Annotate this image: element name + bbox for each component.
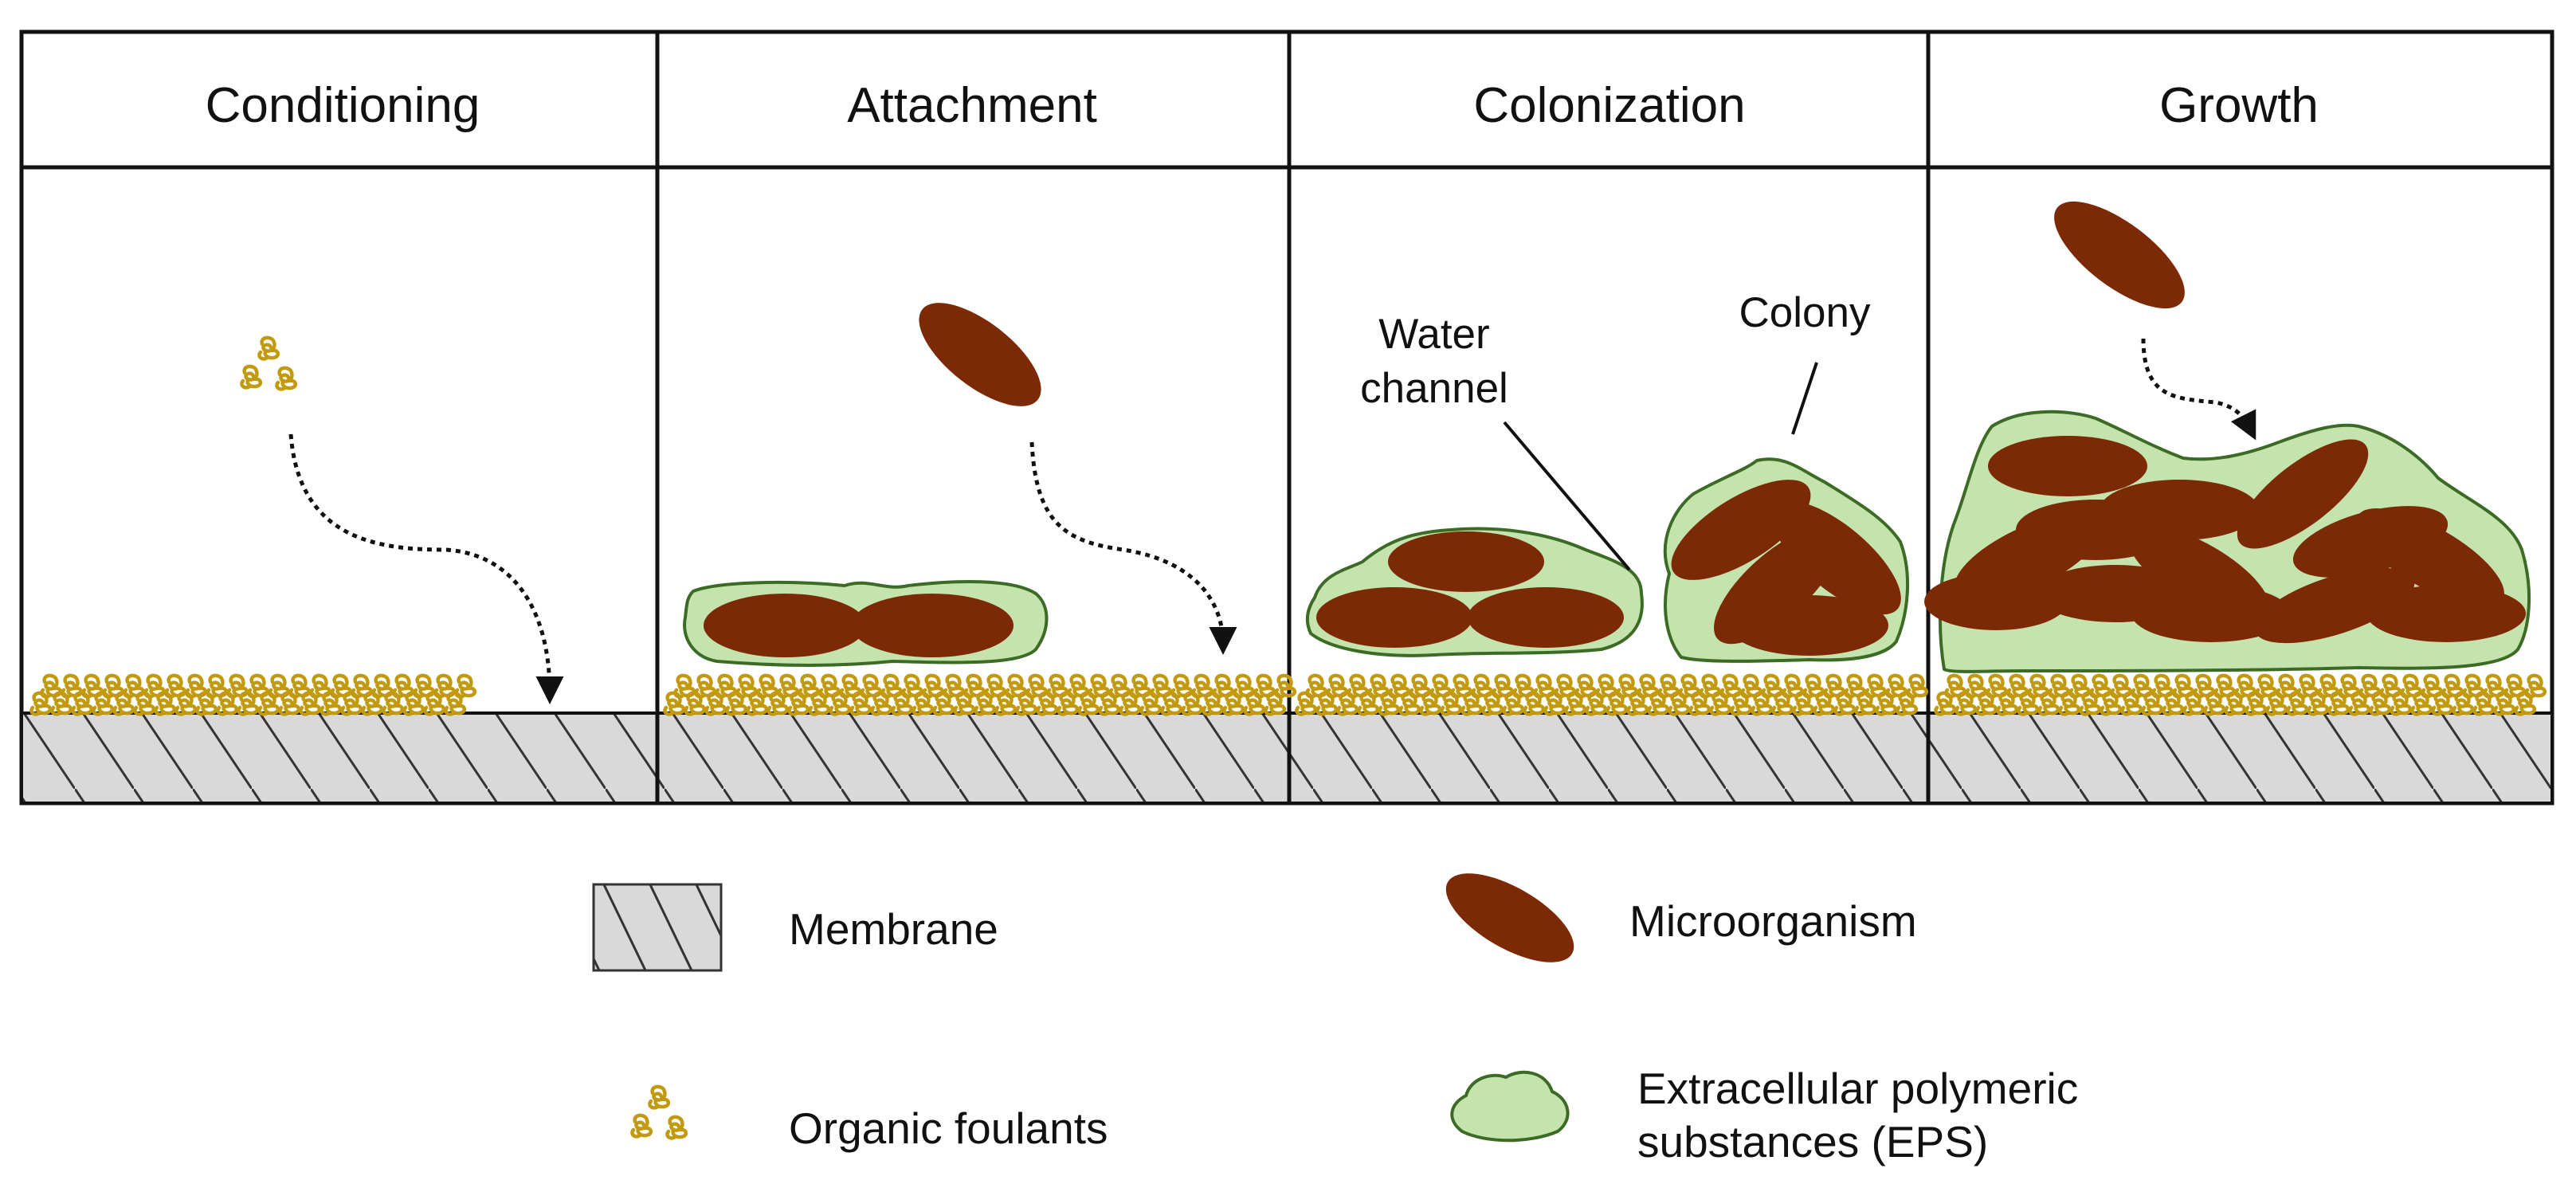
stage-headers: Conditioning Attachment Colonization Gro… xyxy=(206,78,2319,133)
deposition-arrow xyxy=(288,433,564,704)
water-channel-label-line2: channel xyxy=(1360,365,1508,412)
microorganism-swatch xyxy=(1445,873,1574,962)
colony-label: Colony xyxy=(1739,289,1871,336)
organic-foulant-cluster xyxy=(241,338,295,390)
microorganism-cell xyxy=(2366,585,2526,642)
header-conditioning: Conditioning xyxy=(206,78,480,133)
legend-organic-foulants-label: Organic foulants xyxy=(789,1104,1108,1153)
legend-organic-foulants: Organic foulants xyxy=(632,1087,1108,1153)
attachment-arrow xyxy=(1029,441,1237,655)
legend-microorganism: Microorganism xyxy=(1445,873,1917,962)
legend-eps-label-line1: Extracellular polymeric xyxy=(1637,1064,2078,1113)
legend: Membrane Microorganism Organic foulants … xyxy=(592,873,2078,1166)
panel-frame xyxy=(19,29,2554,806)
membrane-swatch xyxy=(592,883,723,972)
microorganism-cell xyxy=(2054,201,2185,309)
attachment-panel xyxy=(683,303,1237,667)
legend-eps-label-line2: substances (EPS) xyxy=(1637,1117,1988,1166)
legend-membrane-label: Membrane xyxy=(789,904,998,954)
growth-panel xyxy=(1924,201,2531,673)
growth-arrow xyxy=(2141,338,2256,441)
organic-foulant-swatch xyxy=(632,1087,685,1139)
microorganism-cell xyxy=(704,594,866,657)
microorganism-cell xyxy=(1671,480,1811,580)
legend-microorganism-label: Microorganism xyxy=(1629,896,1917,946)
eps-swatch xyxy=(1450,1070,1570,1143)
header-colonization: Colonization xyxy=(1473,78,1745,133)
colony-pointer xyxy=(1791,362,1818,435)
legend-membrane: Membrane xyxy=(592,883,998,972)
water-channel-pointer xyxy=(1503,421,1631,571)
microorganism-cell xyxy=(2356,508,2504,607)
microorganism-cell xyxy=(919,303,1041,406)
water-channel-label-line1: Water xyxy=(1378,311,1489,358)
microorganism-cell xyxy=(1924,573,2068,630)
microorganism-cell xyxy=(1316,587,1472,648)
microorganism-cell xyxy=(2237,439,2369,549)
microorganism-cell xyxy=(2100,480,2259,540)
microorganism-cell xyxy=(2254,567,2415,644)
conditioning-panel xyxy=(241,338,564,704)
microorganism-cell xyxy=(1772,500,1901,615)
microorganism-cell xyxy=(1988,436,2147,496)
membrane-layer xyxy=(22,712,2552,803)
header-attachment: Attachment xyxy=(847,78,1097,133)
colonization-panel: Water channel Colony xyxy=(1305,289,1910,663)
microorganism-cell xyxy=(1729,595,1888,656)
legend-eps: Extracellular polymeric substances (EPS) xyxy=(1450,1064,2078,1166)
membrane-strip xyxy=(23,713,2551,802)
microorganism-cell xyxy=(1388,531,1544,592)
microorganism-cell xyxy=(2131,585,2291,642)
microorganism-cell xyxy=(851,594,1014,657)
stage-panels xyxy=(19,29,2554,806)
microorganism-cell xyxy=(1468,587,1624,648)
header-growth: Growth xyxy=(2159,78,2319,133)
